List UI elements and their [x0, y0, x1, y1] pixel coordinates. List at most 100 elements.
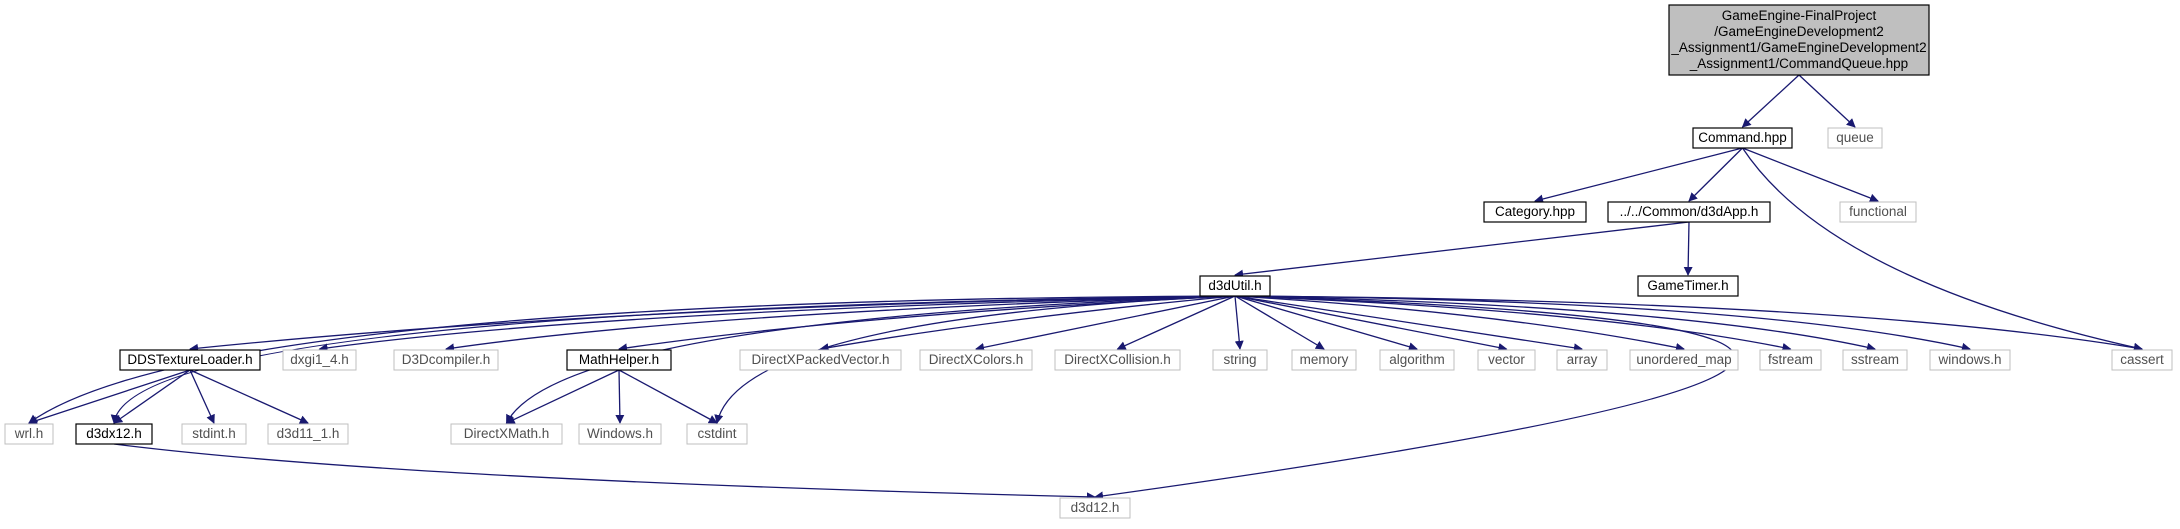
node-label-cstdint: cstdint	[697, 426, 736, 441]
node-box-cstdint	[686, 423, 748, 445]
edge-command-to-cassert	[1741, 147, 2143, 352]
edge-root-to-command	[1741, 74, 1800, 128]
node-label-d3dx12: d3dx12.h	[86, 426, 142, 441]
node-box-stdint	[181, 423, 247, 445]
node-label-windows: windows.h	[1937, 352, 2001, 367]
node-box-d3d12	[1059, 497, 1131, 519]
node-box-array	[1556, 349, 1608, 371]
node-box-unordered_map	[1629, 349, 1739, 371]
node-category[interactable]: Category.hpp	[1483, 201, 1587, 223]
node-label-windowsH: Windows.h	[587, 426, 653, 441]
node-wrl: wrl.h	[4, 423, 54, 445]
node-label-cassert: cassert	[2120, 352, 2164, 367]
edge-d3dutil-to-d3d12	[1094, 295, 1736, 501]
edge-d3dutil-to-string	[1234, 295, 1244, 350]
node-d3d12: d3d12.h	[1059, 497, 1131, 519]
node-label-ddstex: DDSTextureLoader.h	[127, 352, 252, 367]
node-label-root-2: _Assignment1/GameEngineDevelopment2	[1670, 40, 1926, 55]
node-box-d3dapp	[1607, 201, 1771, 223]
node-label-dxcolors: DirectXColors.h	[929, 352, 1024, 367]
node-dxgi: dxgi1_4.h	[282, 349, 357, 371]
node-label-d3dutil: d3dUtil.h	[1208, 278, 1261, 293]
node-box-queue	[1827, 127, 1883, 149]
node-label-root-0: GameEngine-FinalProject	[1722, 8, 1877, 23]
node-windowsH: Windows.h	[578, 423, 662, 445]
edge-d3dutil-to-dxcolors	[975, 295, 1236, 352]
edge-d3dutil-to-memory	[1234, 295, 1325, 350]
node-box-d3dx12	[75, 423, 153, 445]
edge-d3dutil-to-d3dcompiler	[445, 295, 1236, 353]
node-label-command: Command.hpp	[1698, 130, 1787, 145]
node-d3dutil[interactable]: d3dUtil.h	[1199, 275, 1271, 297]
node-windows: windows.h	[1929, 349, 2011, 371]
node-array: array	[1556, 349, 1608, 371]
edge-d3dutil-to-dxmath	[505, 295, 1236, 424]
edge-ddstex-to-d3d11	[189, 369, 309, 424]
node-label-functional: functional	[1849, 204, 1907, 219]
edge-d3dutil-to-dxgi	[318, 295, 1236, 353]
edge-d3dutil-to-cassert	[1234, 295, 2143, 353]
edge-mathhelper-to-windowsH	[615, 369, 625, 424]
node-box-dxmath	[450, 423, 563, 445]
node-d3d11: d3d11_1.h	[267, 423, 349, 445]
node-label-gametimer: GameTimer.h	[1647, 278, 1728, 293]
node-box-mathhelper	[566, 349, 672, 371]
node-command[interactable]: Command.hpp	[1692, 127, 1793, 149]
node-box-dxpacked	[739, 349, 902, 371]
edges-layer	[28, 74, 2143, 502]
node-label-queue: queue	[1836, 130, 1874, 145]
node-d3dapp[interactable]: ../../Common/d3dApp.h	[1607, 201, 1771, 223]
node-ddstex[interactable]: DDSTextureLoader.h	[119, 349, 261, 371]
node-label-root-1: /GameEngineDevelopment2	[1714, 24, 1884, 39]
node-label-d3dcompiler: D3Dcompiler.h	[402, 352, 491, 367]
node-label-vector: vector	[1488, 352, 1525, 367]
node-box-wrl	[4, 423, 54, 445]
node-label-category: Category.hpp	[1495, 204, 1575, 219]
node-box-d3dcompiler	[393, 349, 499, 371]
node-box-dxcollision	[1054, 349, 1181, 371]
node-label-memory: memory	[1300, 352, 1349, 367]
node-label-algorithm: algorithm	[1389, 352, 1445, 367]
node-dxcolors: DirectXColors.h	[919, 349, 1033, 371]
node-label-string: string	[1223, 352, 1256, 367]
node-label-d3dapp: ../../Common/d3dApp.h	[1620, 204, 1759, 219]
node-algorithm: algorithm	[1379, 349, 1455, 371]
node-box-d3d11	[267, 423, 349, 445]
node-gametimer[interactable]: GameTimer.h	[1637, 275, 1739, 297]
node-box-cassert	[2111, 349, 2173, 371]
node-box-command	[1692, 127, 1793, 149]
edge-command-to-category	[1534, 147, 1743, 204]
node-box-memory	[1291, 349, 1357, 371]
node-mathhelper[interactable]: MathHelper.h	[566, 349, 672, 371]
node-label-dxpacked: DirectXPackedVector.h	[751, 352, 889, 367]
edge-d3dutil-to-sstream	[1234, 295, 1876, 352]
node-box-windows	[1929, 349, 2011, 371]
node-box-fstream	[1759, 349, 1822, 371]
node-fstream: fstream	[1759, 349, 1822, 371]
node-label-root-3: _Assignment1/CommandQueue.hpp	[1689, 56, 1908, 71]
edge-ddstex-to-stdint	[189, 369, 215, 424]
node-functional: functional	[1839, 201, 1917, 223]
node-label-fstream: fstream	[1768, 352, 1813, 367]
node-unordered_map: unordered_map	[1629, 349, 1739, 371]
edge-ddstex-to-wrl	[28, 369, 191, 425]
edge-ddstex-to-d3dx12	[113, 369, 191, 424]
edge-root-to-queue	[1798, 74, 1856, 128]
node-box-dxgi	[282, 349, 357, 371]
node-label-array: array	[1567, 352, 1598, 367]
edge-d3dutil-to-fstream	[1234, 295, 1792, 352]
node-box-root	[1668, 4, 1930, 76]
edge-d3dutil-to-vector	[1234, 295, 1508, 352]
edge-d3dutil-to-algorithm	[1234, 295, 1418, 352]
node-cstdint: cstdint	[686, 423, 748, 445]
edge-d3dutil-to-dxpacked	[819, 295, 1236, 353]
node-box-sstream	[1842, 349, 1908, 371]
node-root[interactable]: GameEngine-FinalProject/GameEngineDevelo…	[1668, 4, 1930, 76]
node-box-vector	[1477, 349, 1536, 371]
node-d3dx12[interactable]: d3dx12.h	[75, 423, 153, 445]
node-label-dxcollision: DirectXCollision.h	[1064, 352, 1171, 367]
node-memory: memory	[1291, 349, 1357, 371]
node-label-dxgi: dxgi1_4.h	[290, 352, 349, 367]
node-d3dcompiler: D3Dcompiler.h	[393, 349, 499, 371]
